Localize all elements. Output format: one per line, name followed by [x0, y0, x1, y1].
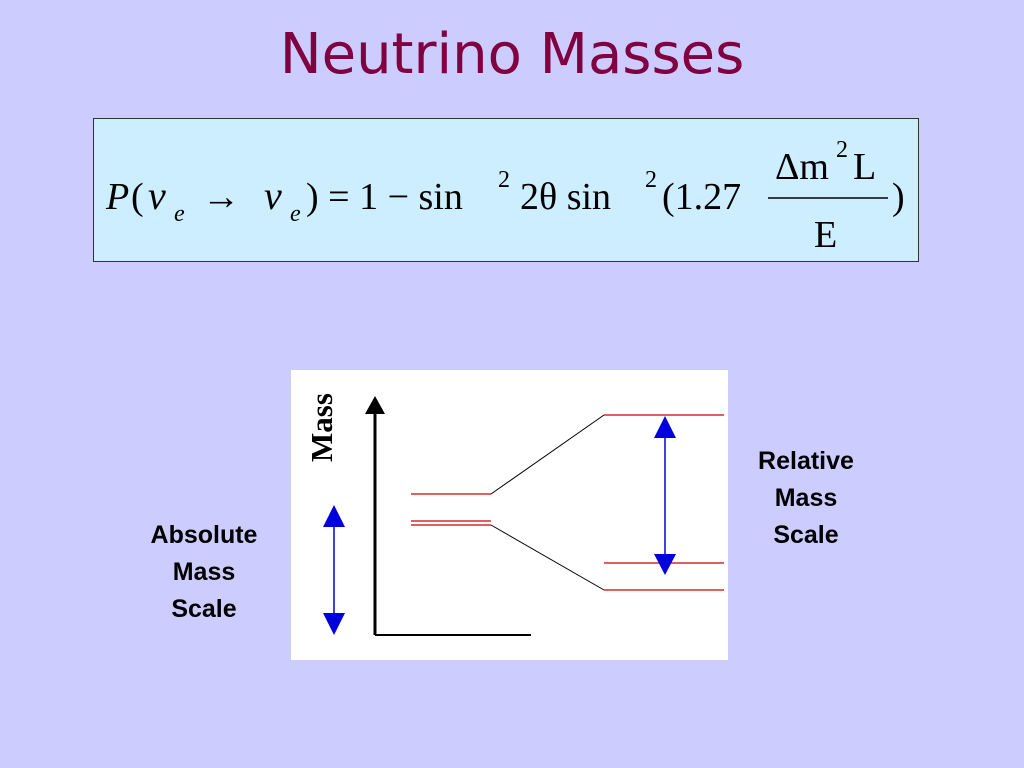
formula-nu-1: ν [148, 173, 166, 218]
absolute-label-line-2: Mass [172, 558, 236, 586]
formula-equals-one-minus-sin: ) = 1 − sin [306, 176, 463, 218]
mass-axis-arrowhead [365, 396, 385, 414]
formula-numerator: Δm [775, 146, 829, 188]
mass-diagram-panel: Mass [291, 370, 728, 660]
relative-scale-arrowhead-up [654, 416, 676, 438]
formula-box: P ( ν e → ν e ) = 1 − sin 2 2θ sin 2 (1.… [93, 118, 919, 262]
absolute-label-line-1: Absolute [150, 521, 258, 549]
absolute-scale-arrowhead-up [323, 505, 345, 527]
formula-numerator-sup-2: 2 [836, 137, 848, 163]
formula-close-paren: ) [892, 176, 905, 218]
relative-mass-scale-label: Relative Mass Scale [726, 443, 886, 554]
formula-nu-2: ν [264, 173, 282, 218]
formula-p: P [105, 176, 129, 218]
formula-sub-e-2: e [290, 201, 301, 227]
formula-denominator: E [814, 214, 837, 256]
relative-label-line-2: Mass [774, 484, 838, 512]
absolute-label-line-3: Scale [171, 595, 237, 623]
mass-hierarchy-diagram: Mass [304, 393, 724, 636]
formula-sup-2-1: 2 [498, 167, 510, 193]
formula-sub-e-1: e [174, 201, 185, 227]
relative-label-line-3: Scale [773, 521, 839, 549]
formula-sup-2-2: 2 [645, 167, 657, 193]
formula-numerator-l: L [853, 146, 876, 188]
relative-scale-arrowhead-down [654, 554, 676, 575]
formula-open-paren: ( [131, 176, 144, 218]
relative-label-line-1: Relative [758, 447, 854, 475]
formula-arrow: → [202, 176, 240, 218]
connector-upper [490, 414, 605, 495]
formula-coefficient: (1.27 [662, 176, 741, 218]
mass-axis-label: Mass [304, 393, 339, 462]
absolute-scale-arrowhead-down [323, 613, 345, 635]
formula-two-theta-sin: 2θ sin [520, 176, 611, 218]
connector-lower [490, 524, 605, 591]
slide-title: Neutrino Masses [279, 22, 745, 87]
oscillation-formula: P ( ν e → ν e ) = 1 − sin 2 2θ sin 2 (1.… [105, 137, 905, 256]
absolute-mass-scale-label: Absolute Mass Scale [124, 517, 284, 628]
